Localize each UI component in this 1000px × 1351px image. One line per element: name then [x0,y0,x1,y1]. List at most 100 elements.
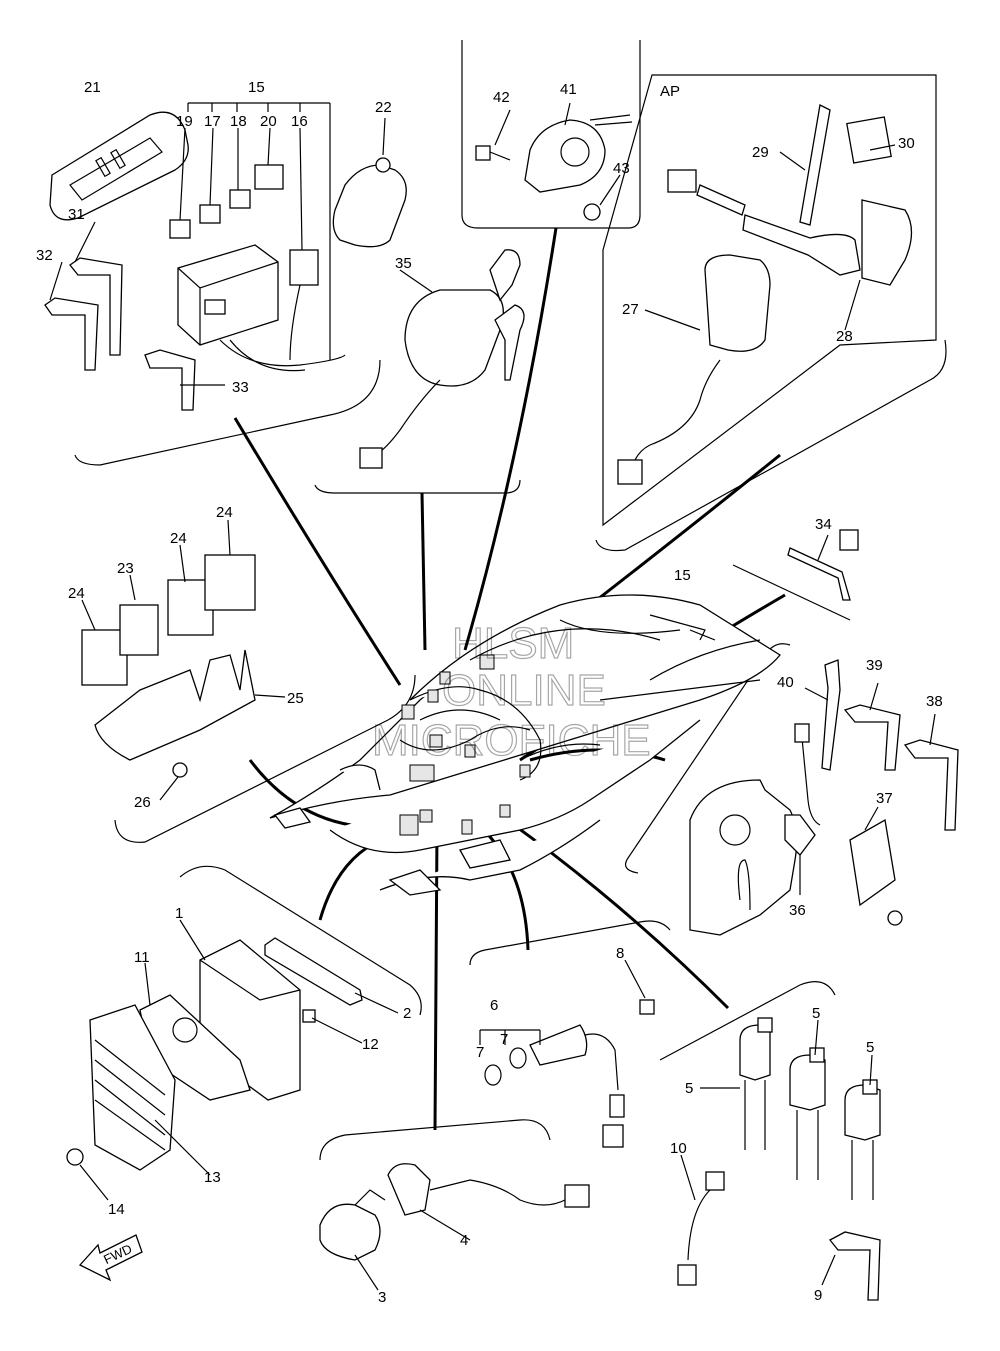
part-43-nut [583,203,601,221]
callout-17: 17 [204,113,221,130]
callout-6: 6 [490,997,498,1014]
callout-1: 1 [175,905,183,922]
part-13-rectifier [89,1004,176,1171]
callout-39: 39 [866,657,883,674]
callout-40: 40 [777,674,794,691]
callout-23: 23 [117,560,134,577]
frame-key-switch [314,479,521,494]
leader-fusebox [233,417,402,686]
hull-assembly [269,594,781,896]
part-22-bottle [332,157,407,248]
callout-43: 43 [613,160,630,177]
callout-14: 14 [108,1201,125,1218]
part-23-24-relays [81,554,256,686]
callout-numbers: 21 15 19 17 18 20 16 22 42 41 43 31 32 3… [36,79,943,1306]
part-8-bolt [639,999,655,1015]
part-35-key-switch [359,249,525,469]
part-15-fusebox [177,244,346,372]
callout-9: 9 [814,1287,822,1304]
callout-20: 20 [260,113,277,130]
watermark-line-1: HLSM [452,619,574,668]
frame-ap [602,74,937,527]
watermark-line-2: ONLINE [442,666,606,715]
frame-tie-34 [732,564,851,621]
leader-keyswitch [420,492,427,651]
frame-buzzer [461,40,641,229]
callout-32: 32 [36,247,53,264]
callout-10: 10 [670,1140,687,1157]
callout-27: 27 [622,301,639,318]
callout-13: 13 [204,1169,221,1186]
part-27-outlet [617,254,771,485]
callout-3: 3 [378,1289,386,1306]
callout-12: 12 [362,1036,379,1053]
frame-sensor [469,920,671,966]
callout-22: 22 [375,99,392,116]
part-5-ignition-coils [739,1017,881,1200]
callout-35: 35 [395,255,412,272]
part-9-tie [829,1231,881,1301]
part-7-oring-2 [509,1047,527,1069]
callout-11: 11 [134,949,150,966]
callout-34: 34 [815,516,832,533]
part-37-bracket-plate [689,723,896,936]
callout-36: 36 [789,902,806,919]
part-10-harness [677,1171,725,1286]
callout-26: 26 [134,794,151,811]
frame-pressure [319,1119,551,1161]
callout-4: 4 [460,1232,468,1249]
callout-31: 31 [68,206,85,223]
bracket-15 [187,102,331,360]
callout-29: 29 [752,144,769,161]
watermark-line-3: MICROFICHE [372,716,651,765]
leader-coils [499,813,730,1010]
callout-24-b: 24 [170,530,187,547]
callout-28: 28 [836,328,853,345]
part-6-sensor [529,1024,625,1148]
callout-19: 19 [176,113,193,130]
callout-7-a: 7 [500,1031,508,1048]
callout-5-c: 5 [685,1080,693,1097]
fuses-17-19-18-20 [169,164,284,239]
callout-5-a: 5 [812,1005,820,1022]
leader-buzzer [463,227,558,651]
callout-33: 33 [232,379,249,396]
part-12-screw [302,1009,316,1023]
part-34-tie [787,529,859,601]
part-28-connector [667,169,913,286]
inset-ap-label: AP [660,83,680,100]
frame-cdi [179,865,422,1016]
callout-7-b: 7 [476,1044,484,1061]
callout-8: 8 [616,945,624,962]
callout-41: 41 [560,81,577,98]
watermark: HLSM ONLINE MICROFICHE [371,618,651,765]
leader-pressure [433,829,439,1131]
part-25-bracket [94,649,256,761]
callout-24-a: 24 [216,504,233,521]
part-7-oring-1 [484,1064,502,1086]
part-41-buzzer [524,114,633,193]
part-2-band [264,937,363,1006]
callout-25: 25 [287,690,304,707]
part-14-nut [66,1148,84,1166]
callout-21: 21 [84,79,101,96]
part-31-32-33-ties [44,257,196,411]
callout-18: 18 [230,113,247,130]
part-3-pressure-switch [319,1189,386,1261]
frame-top-left [74,359,381,466]
frame-coils [659,981,836,1061]
callout-15: 15 [248,79,265,96]
fwd-arrow-icon: FWD [78,1234,143,1282]
callout-42: 42 [493,89,510,106]
part-29-tie [799,104,831,226]
part-21-panel [49,111,189,221]
part-4-harness [387,1163,590,1216]
callout-37: 37 [876,790,893,807]
part-36-screw [887,910,903,926]
callout-38: 38 [926,693,943,710]
callout-5-b: 5 [866,1039,874,1056]
part-30-label [846,116,892,164]
callout-24-c: 24 [68,585,85,602]
